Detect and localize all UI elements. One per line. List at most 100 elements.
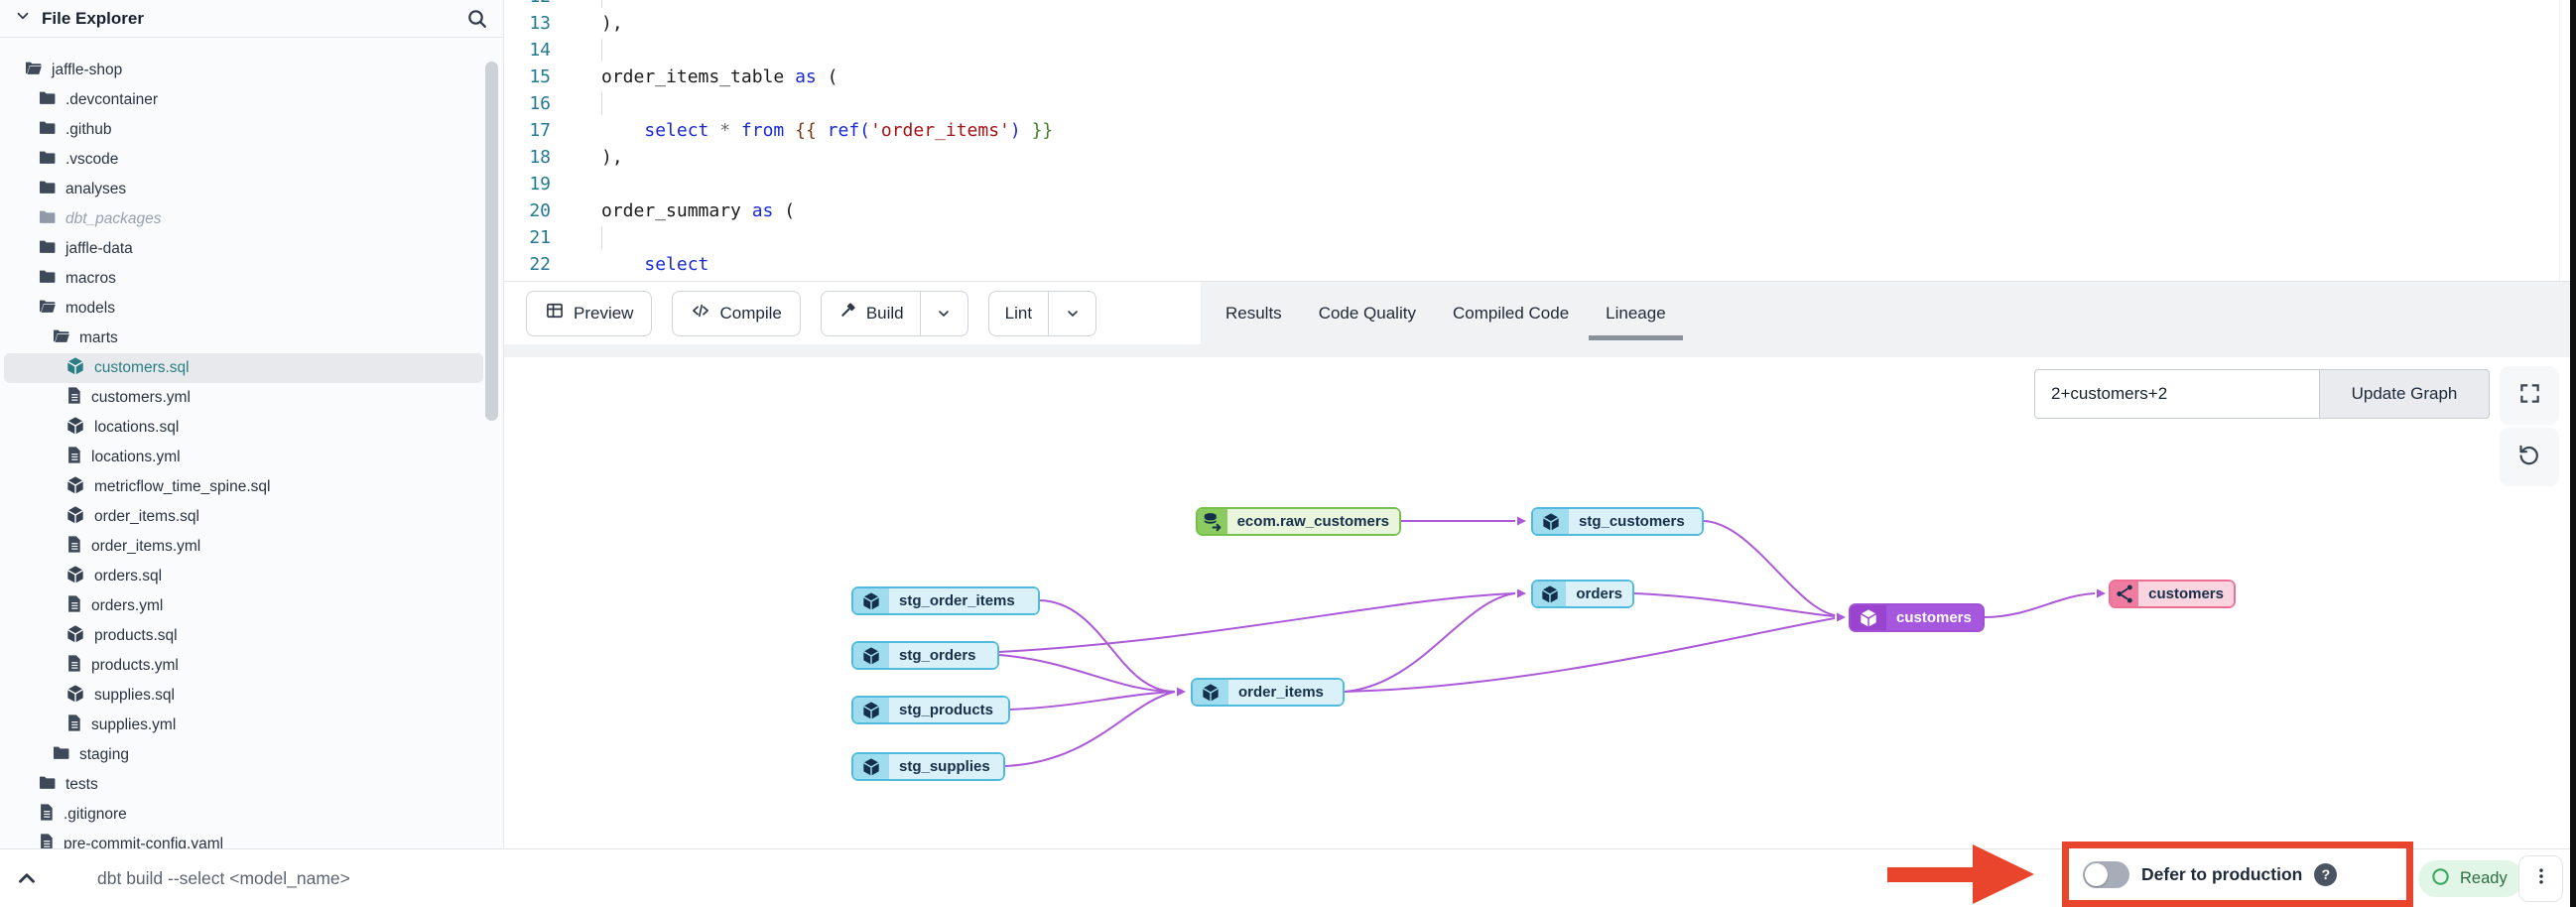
code-line-18: 18), <box>504 144 2576 171</box>
update-graph-button[interactable]: Update Graph <box>2319 369 2490 419</box>
chevron-down-icon[interactable] <box>14 7 32 30</box>
tab-code-quality[interactable]: Code Quality <box>1318 303 1416 323</box>
tree-item-label: supplies.yml <box>91 716 177 733</box>
tree-item-supplies-yml[interactable]: supplies.yml <box>4 711 483 740</box>
tree-item-products-yml[interactable]: products.yml <box>4 651 483 681</box>
kebab-menu-button[interactable] <box>2518 855 2563 902</box>
lineage-node-stg-products[interactable]: stg_products <box>851 696 1010 724</box>
defer-to-production-toggle[interactable] <box>2083 860 2129 888</box>
build-button[interactable]: Build <box>822 292 920 335</box>
tree-item-label: staging <box>79 746 129 763</box>
tree-item-locations-sql[interactable]: locations.sql <box>4 413 483 443</box>
lineage-node-stg-order-items[interactable]: stg_order_items <box>851 586 1040 615</box>
document-icon <box>65 713 82 737</box>
lineage-node-orders[interactable]: orders <box>1531 580 1634 608</box>
tab-results[interactable]: Results <box>1225 303 1282 323</box>
tree-item-locations-yml[interactable]: locations.yml <box>4 443 483 472</box>
tree-item--vscode[interactable]: .vscode <box>4 145 483 175</box>
tree-item-jaffle-data[interactable]: jaffle-data <box>4 234 483 264</box>
folder-icon <box>38 88 57 112</box>
tree-item-orders-yml[interactable]: orders.yml <box>4 591 483 621</box>
tab-compiled-code[interactable]: Compiled Code <box>1452 303 1570 323</box>
tree-item-models[interactable]: models <box>4 294 483 324</box>
tree-item-metricflow-time-spine-sql[interactable]: metricflow_time_spine.sql <box>4 472 483 502</box>
line-number: 20 <box>529 200 551 221</box>
lineage-node-stg-supplies[interactable]: stg_supplies <box>851 752 1005 781</box>
tree-item-label: metricflow_time_spine.sql <box>94 478 271 495</box>
lineage-node-order-items[interactable]: order_items <box>1191 678 1345 707</box>
tree-item-orders-sql[interactable]: orders.sql <box>4 562 483 591</box>
line-number: 17 <box>529 120 551 141</box>
lineage-node-customers[interactable]: customers <box>2109 580 2236 608</box>
tree-item-marts[interactable]: marts <box>4 324 483 353</box>
lineage-node-customers[interactable]: customers <box>1849 603 1985 632</box>
lineage-node-stg-orders[interactable]: stg_orders <box>851 641 999 670</box>
document-icon <box>38 833 55 848</box>
fullscreen-button[interactable] <box>2500 366 2559 425</box>
lineage-node-label: stg_customers <box>1569 509 1702 534</box>
tree-item-macros[interactable]: macros <box>4 264 483 294</box>
model-cube-icon <box>65 356 85 381</box>
lint-label: Lint <box>1004 303 1033 323</box>
tree-item-customers-sql[interactable]: customers.sql <box>4 353 483 383</box>
reset-view-button[interactable] <box>2500 428 2559 486</box>
command-input[interactable] <box>83 853 1860 903</box>
indent-guide <box>601 39 602 62</box>
tree-item--gitignore[interactable]: .gitignore <box>4 800 483 830</box>
tree-item-dbt-packages[interactable]: dbt_packages <box>4 204 483 234</box>
panel-header: Preview Compile Build <box>504 281 2576 358</box>
file-explorer-header: File Explorer <box>0 0 503 38</box>
tree-item--devcontainer[interactable]: .devcontainer <box>4 85 483 115</box>
status-bar: Defer to production ? Ready <box>0 842 2576 907</box>
build-dropdown-chevron-icon[interactable] <box>919 291 967 335</box>
editor-scrollbar-track <box>2559 0 2560 281</box>
tree-item-products-sql[interactable]: products.sql <box>4 621 483 651</box>
lineage-selector-input[interactable] <box>2034 369 2319 419</box>
tree-item-label: jaffle-shop <box>52 62 123 78</box>
hammer-icon <box>837 301 857 325</box>
line-number: 19 <box>529 174 551 194</box>
tree-item-pre-commit-config-yaml[interactable]: pre-commit-config.yaml <box>4 830 483 848</box>
tree-item-jaffle-shop[interactable]: jaffle-shop <box>4 56 483 85</box>
preview-button[interactable]: Preview <box>526 290 653 336</box>
fullscreen-icon <box>2518 382 2541 410</box>
line-number: 13 <box>529 13 551 34</box>
lineage-node-stg-customers[interactable]: stg_customers <box>1531 507 1704 536</box>
tree-item-customers-yml[interactable]: customers.yml <box>4 383 483 413</box>
lint-button-group: Lint <box>987 290 1097 336</box>
code-line-16: 16 <box>504 90 2576 117</box>
document-icon <box>65 654 82 678</box>
chevron-up-icon[interactable] <box>14 865 40 896</box>
tree-item-label: locations.yml <box>91 449 181 465</box>
tree-item-analyses[interactable]: analyses <box>4 175 483 204</box>
tree-item-tests[interactable]: tests <box>4 770 483 800</box>
lineage-node-label: customers <box>1886 605 1983 630</box>
tree-item--github[interactable]: .github <box>4 115 483 145</box>
build-label: Build <box>865 303 904 323</box>
sidebar-scrollbar[interactable] <box>485 62 498 421</box>
line-number: 15 <box>529 66 551 87</box>
status-badge[interactable]: Ready <box>2418 860 2523 897</box>
tree-item-order-items-yml[interactable]: order_items.yml <box>4 532 483 562</box>
line-number: 16 <box>529 93 551 114</box>
search-icon[interactable] <box>465 7 489 31</box>
code-text: ), <box>601 147 623 168</box>
lint-button[interactable]: Lint <box>989 292 1048 335</box>
annotation-arrow <box>1887 843 2036 905</box>
help-icon[interactable]: ? <box>2314 862 2338 886</box>
lineage-node-ecom-raw-customers[interactable]: ecom.raw_customers <box>1196 507 1401 536</box>
lint-dropdown-chevron-icon[interactable] <box>1048 291 1095 335</box>
tree-item-supplies-sql[interactable]: supplies.sql <box>4 681 483 711</box>
compile-label: Compile <box>719 303 782 323</box>
tree-item-order-items-sql[interactable]: order_items.sql <box>4 502 483 532</box>
line-number: 18 <box>529 147 551 168</box>
document-icon <box>38 803 55 827</box>
tree-item-staging[interactable]: staging <box>4 740 483 770</box>
tab-lineage[interactable]: Lineage <box>1589 303 1683 340</box>
document-icon <box>65 535 82 559</box>
compile-button[interactable]: Compile <box>672 290 801 336</box>
lineage-edges <box>998 516 2106 767</box>
lineage-node-label: customers <box>2138 582 2234 606</box>
